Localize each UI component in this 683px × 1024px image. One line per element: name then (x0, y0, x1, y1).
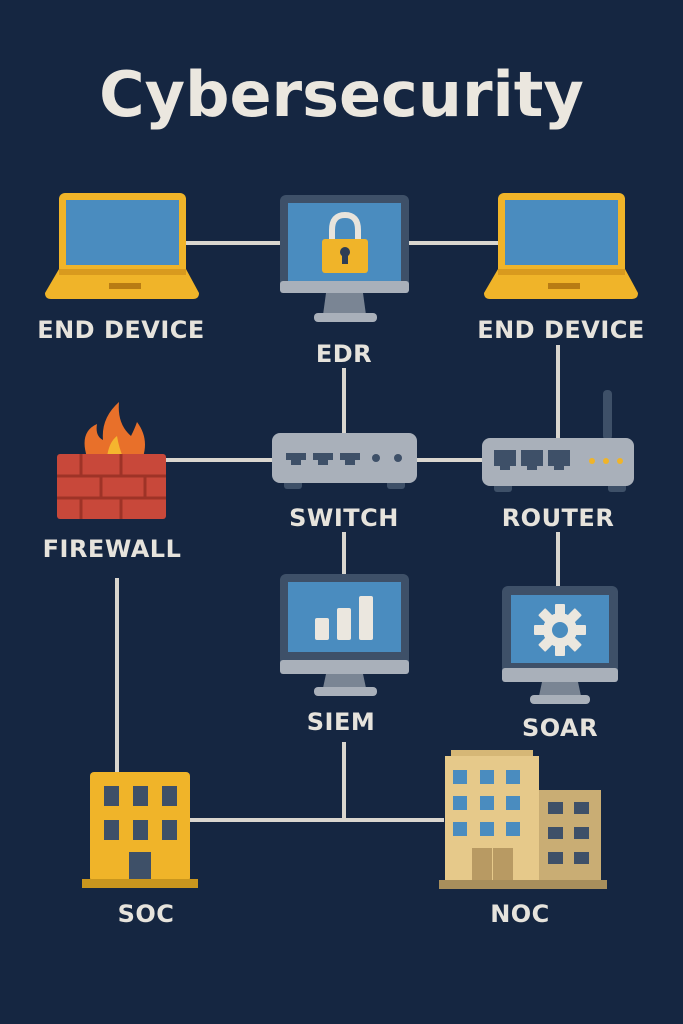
label-end-device-right: END DEVICE (477, 316, 645, 344)
connector-enddevice-left-edr (185, 241, 281, 245)
connector-edr-enddevice-right (408, 241, 500, 245)
label-siem: SIEM (306, 708, 376, 736)
label-firewall: FIREWALL (42, 535, 182, 563)
label-edr: EDR (315, 340, 373, 368)
label-soar: SOAR (521, 714, 599, 742)
connector-switch-siem (342, 532, 346, 576)
label-soc: SOC (117, 900, 175, 928)
label-noc: NOC (490, 900, 550, 928)
connector-siem-noc (342, 742, 346, 820)
label-router: ROUTER (501, 504, 615, 532)
label-switch: SWITCH (289, 504, 399, 532)
connector-firewall-soc (115, 578, 119, 774)
connector-router-soar (556, 532, 560, 588)
connector-firewall-switch (165, 458, 273, 462)
connector-soc-noc (188, 818, 444, 822)
connector-switch-router (416, 458, 484, 462)
diagram-title: Cybersecurity (99, 58, 584, 131)
label-end-device-left: END DEVICE (37, 316, 205, 344)
connector-enddevice-right-router (556, 345, 560, 438)
connector-edr-switch (342, 368, 346, 434)
